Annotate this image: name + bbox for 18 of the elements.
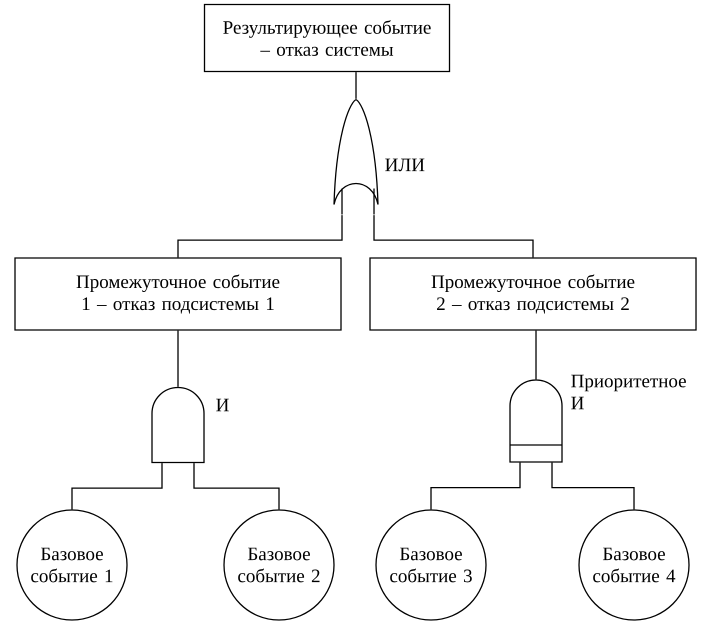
connector-line [193,463,280,510]
connector-line [355,72,357,99]
gate-label: И [216,398,229,412]
connector-line [177,330,179,387]
connector-line [535,330,537,380]
connector-line [551,462,635,510]
and-gate [151,386,205,464]
connector-line [71,463,163,510]
gate-label: ИЛИ [385,158,424,172]
connector-line [177,215,343,258]
or-gate [333,99,379,214]
connector-line [373,215,534,258]
event-box: Промежуточное событие 1 – отказ подсистемы 1 [14,257,342,331]
event-box: Промежуточное событие 2 – отказ подсистемы 2 [369,257,697,331]
gate-label: Приоритетное И [571,374,686,410]
connector-line [430,462,521,510]
event-box: Результирующее событие – отказ системы [204,4,450,72]
priority-and-gate [509,379,563,463]
